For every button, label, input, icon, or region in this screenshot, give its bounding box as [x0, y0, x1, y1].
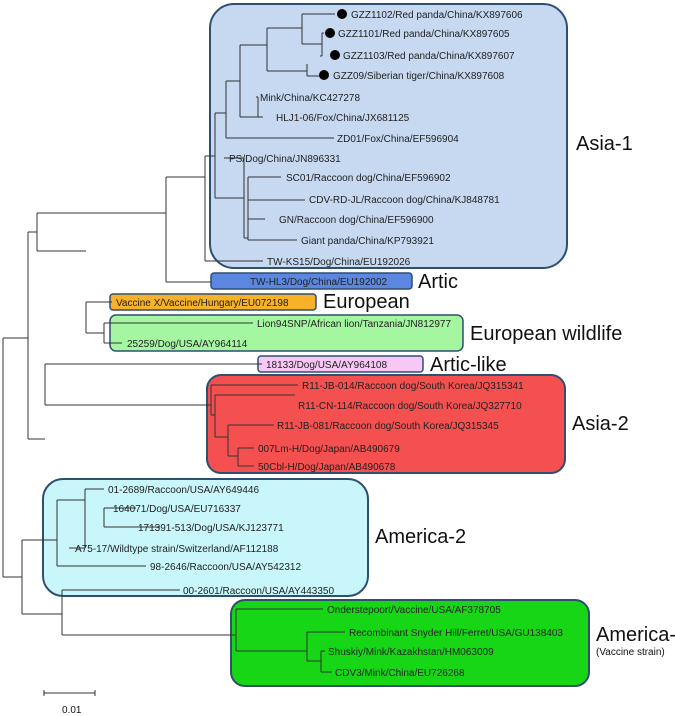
new-strain-marker — [330, 50, 340, 60]
clade-box-america2 — [42, 478, 369, 597]
leaf-a7517: A75-17/Wildtype strain/Switzerland/AF112… — [75, 544, 279, 555]
leaf-gzz1102: GZZ1102/Red panda/China/KX897606 — [351, 10, 523, 21]
leaf-mink-kc: Mink/China/KC427278 — [260, 93, 360, 104]
scale-label: 0.01 — [62, 705, 82, 716]
leaf-r11cn114: R11-CN-114/Raccoon dog/South Korea/JQ327… — [298, 401, 522, 412]
clade-label-asia2: Asia-2 — [572, 413, 629, 435]
leaf-18133: 18133/Dog/USA/AY964108 — [266, 360, 387, 371]
clade-label-america1: America-1 — [596, 624, 675, 646]
clade-label-european: European — [323, 291, 410, 313]
tree-branches — [2, 13, 345, 673]
leaf-50cbl: 50Cbl-H/Dog/Japan/AB490678 — [258, 462, 396, 473]
leaf-r11jb081: R11-JB-081/Raccoon dog/South Korea/JQ315… — [277, 421, 499, 432]
leaf-cdv3: CDV3/Mink/China/EU726268 — [335, 668, 465, 679]
leaf-ps: PS/Dog/China/JN896331 — [229, 154, 341, 165]
leaf-002601: 00-2601/Raccoon/USA/AY443350 — [183, 586, 334, 597]
leaf-twhl3: TW-HL3/Dog/China/EU192002 — [250, 277, 388, 288]
leaf-giant: Giant panda/China/KP793921 — [301, 236, 434, 247]
clade-box-artic — [210, 272, 413, 290]
leaf-gzz1101: GZZ1101/Red panda/China/KX897605 — [338, 29, 510, 40]
clade-label-european-wildlife: European wildlife — [470, 323, 622, 345]
clade-label-america2: America-2 — [375, 526, 466, 548]
leaf-25259: 25259/Dog/USA/AY964114 — [127, 339, 248, 350]
leaf-gzz1103: GZZ1103/Red panda/China/KX897607 — [343, 51, 515, 62]
clade-box-european-wildlife — [109, 314, 464, 352]
leaf-r11jb014: R11-JB-014/Raccoon dog/South Korea/JQ315… — [302, 381, 524, 392]
leaf-982646: 98-2646/Raccoon/USA/AY542312 — [150, 562, 301, 573]
new-strain-marker — [325, 28, 335, 38]
leaf-cdvrd: CDV-RD-JL/Raccoon dog/China/KJ848781 — [309, 195, 500, 206]
clade-box-asia1 — [209, 3, 568, 269]
leaf-sc01: SC01/Raccoon dog/China/EF596902 — [286, 173, 451, 184]
leaf-164071: 164071/Dog/USA/EU716337 — [113, 504, 241, 515]
clade-label-artic: Artic — [418, 271, 458, 293]
leaf-012689: 01-2689/Raccoon/USA/AY649446 — [108, 485, 259, 496]
leaf-vaccinex: Vaccine X/Vaccine/Hungary/EU072198 — [116, 298, 289, 309]
new-strain-marker — [319, 70, 329, 80]
clade-label-artic-like: Artic-like — [430, 354, 507, 376]
clade-label-asia1: Asia-1 — [576, 133, 633, 155]
new-strain-marker — [337, 9, 347, 19]
scale-bar: 0.01 — [43, 690, 96, 716]
leaf-zd01: ZD01/Fox/China/EF596904 — [337, 134, 459, 145]
clade-box-asia2 — [206, 374, 566, 474]
leaf-171391: 171391-513/Dog/USA/KJ123771 — [138, 523, 284, 534]
leaf-twks15: TW-KS15/Dog/China/EU192026 — [267, 257, 411, 268]
leaf-lion94: Lion94SNP/African lion/Tanzania/JN812977 — [257, 319, 451, 330]
leaf-007lm: 007Lm-H/Dog/Japan/AB490679 — [258, 444, 400, 455]
leaf-gzz09: GZZ09/Siberian tiger/China/KX897608 — [333, 71, 505, 82]
clade-note-america1: (Vaccine strain) — [596, 647, 665, 658]
leaf-shuskiy: Shuskiy/Mink/Kazakhstan/HM063009 — [328, 647, 494, 658]
leaf-snyder: Recombinant Snyder Hill/Ferret/USA/GU138… — [349, 628, 563, 639]
leaf-onderstepoort: Onderstepoort/Vaccine/USA/AF378705 — [327, 605, 501, 616]
leaf-gn: GN/Raccoon dog/China/EF596900 — [279, 215, 434, 226]
leaf-hlj1: HLJ1-06/Fox/China/JX681125 — [276, 113, 410, 124]
